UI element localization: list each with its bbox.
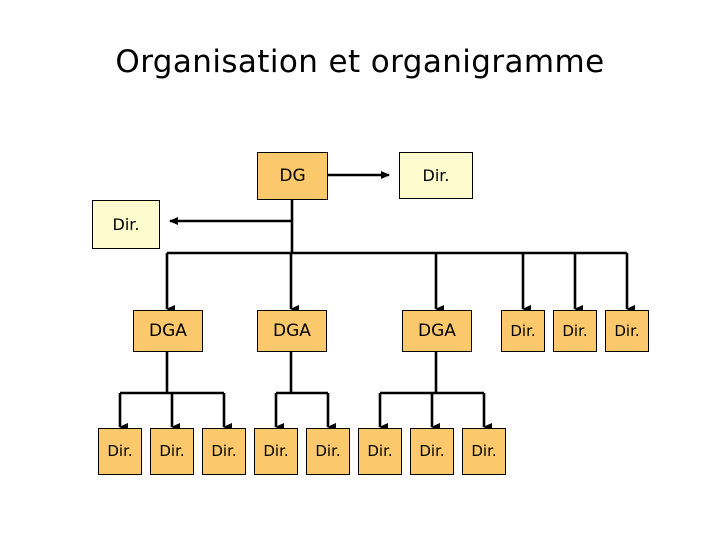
node-dir-left-label: Dir. [112, 214, 140, 234]
node-dir-bottom-4[interactable]: Dir. [254, 428, 298, 475]
page-title: Organisation et organigramme [115, 44, 605, 80]
node-dga-3[interactable]: DGA [402, 310, 472, 352]
node-dga-1-label: DGA [149, 320, 187, 341]
node-dga-1[interactable]: DGA [133, 310, 203, 352]
node-dir-right-2-label: Dir. [562, 321, 588, 340]
node-dir-right-3-label: Dir. [614, 321, 640, 340]
node-dir-bottom-8[interactable]: Dir. [462, 428, 506, 475]
node-dir-bottom-7[interactable]: Dir. [410, 428, 454, 475]
node-dga-2[interactable]: DGA [257, 310, 327, 352]
node-dir-top-right-label: Dir. [422, 165, 450, 185]
node-dir-bottom-2-label: Dir. [159, 442, 185, 460]
node-dir-right-3[interactable]: Dir. [605, 310, 649, 352]
node-dir-right-1-label: Dir. [510, 321, 536, 340]
node-dg[interactable]: DG [257, 152, 328, 200]
node-dir-bottom-6[interactable]: Dir. [358, 428, 402, 475]
node-dga-3-label: DGA [418, 320, 456, 341]
node-dir-bottom-2[interactable]: Dir. [150, 428, 194, 475]
node-dir-right-2[interactable]: Dir. [553, 310, 597, 352]
node-dir-bottom-3-label: Dir. [211, 442, 237, 460]
node-dir-left[interactable]: Dir. [92, 200, 160, 249]
node-dir-bottom-4-label: Dir. [263, 442, 289, 460]
node-dir-top-right[interactable]: Dir. [399, 152, 473, 199]
node-dir-bottom-1[interactable]: Dir. [98, 428, 142, 475]
node-dir-bottom-5-label: Dir. [315, 442, 341, 460]
node-dga-2-label: DGA [273, 320, 311, 341]
node-dir-bottom-6-label: Dir. [367, 442, 393, 460]
node-dir-bottom-7-label: Dir. [419, 442, 445, 460]
node-dir-bottom-8-label: Dir. [471, 442, 497, 460]
node-dir-bottom-1-label: Dir. [107, 442, 133, 460]
node-dir-bottom-3[interactable]: Dir. [202, 428, 246, 475]
node-dir-right-1[interactable]: Dir. [501, 310, 545, 352]
node-dir-bottom-5[interactable]: Dir. [306, 428, 350, 475]
node-dg-label: DG [279, 165, 306, 186]
